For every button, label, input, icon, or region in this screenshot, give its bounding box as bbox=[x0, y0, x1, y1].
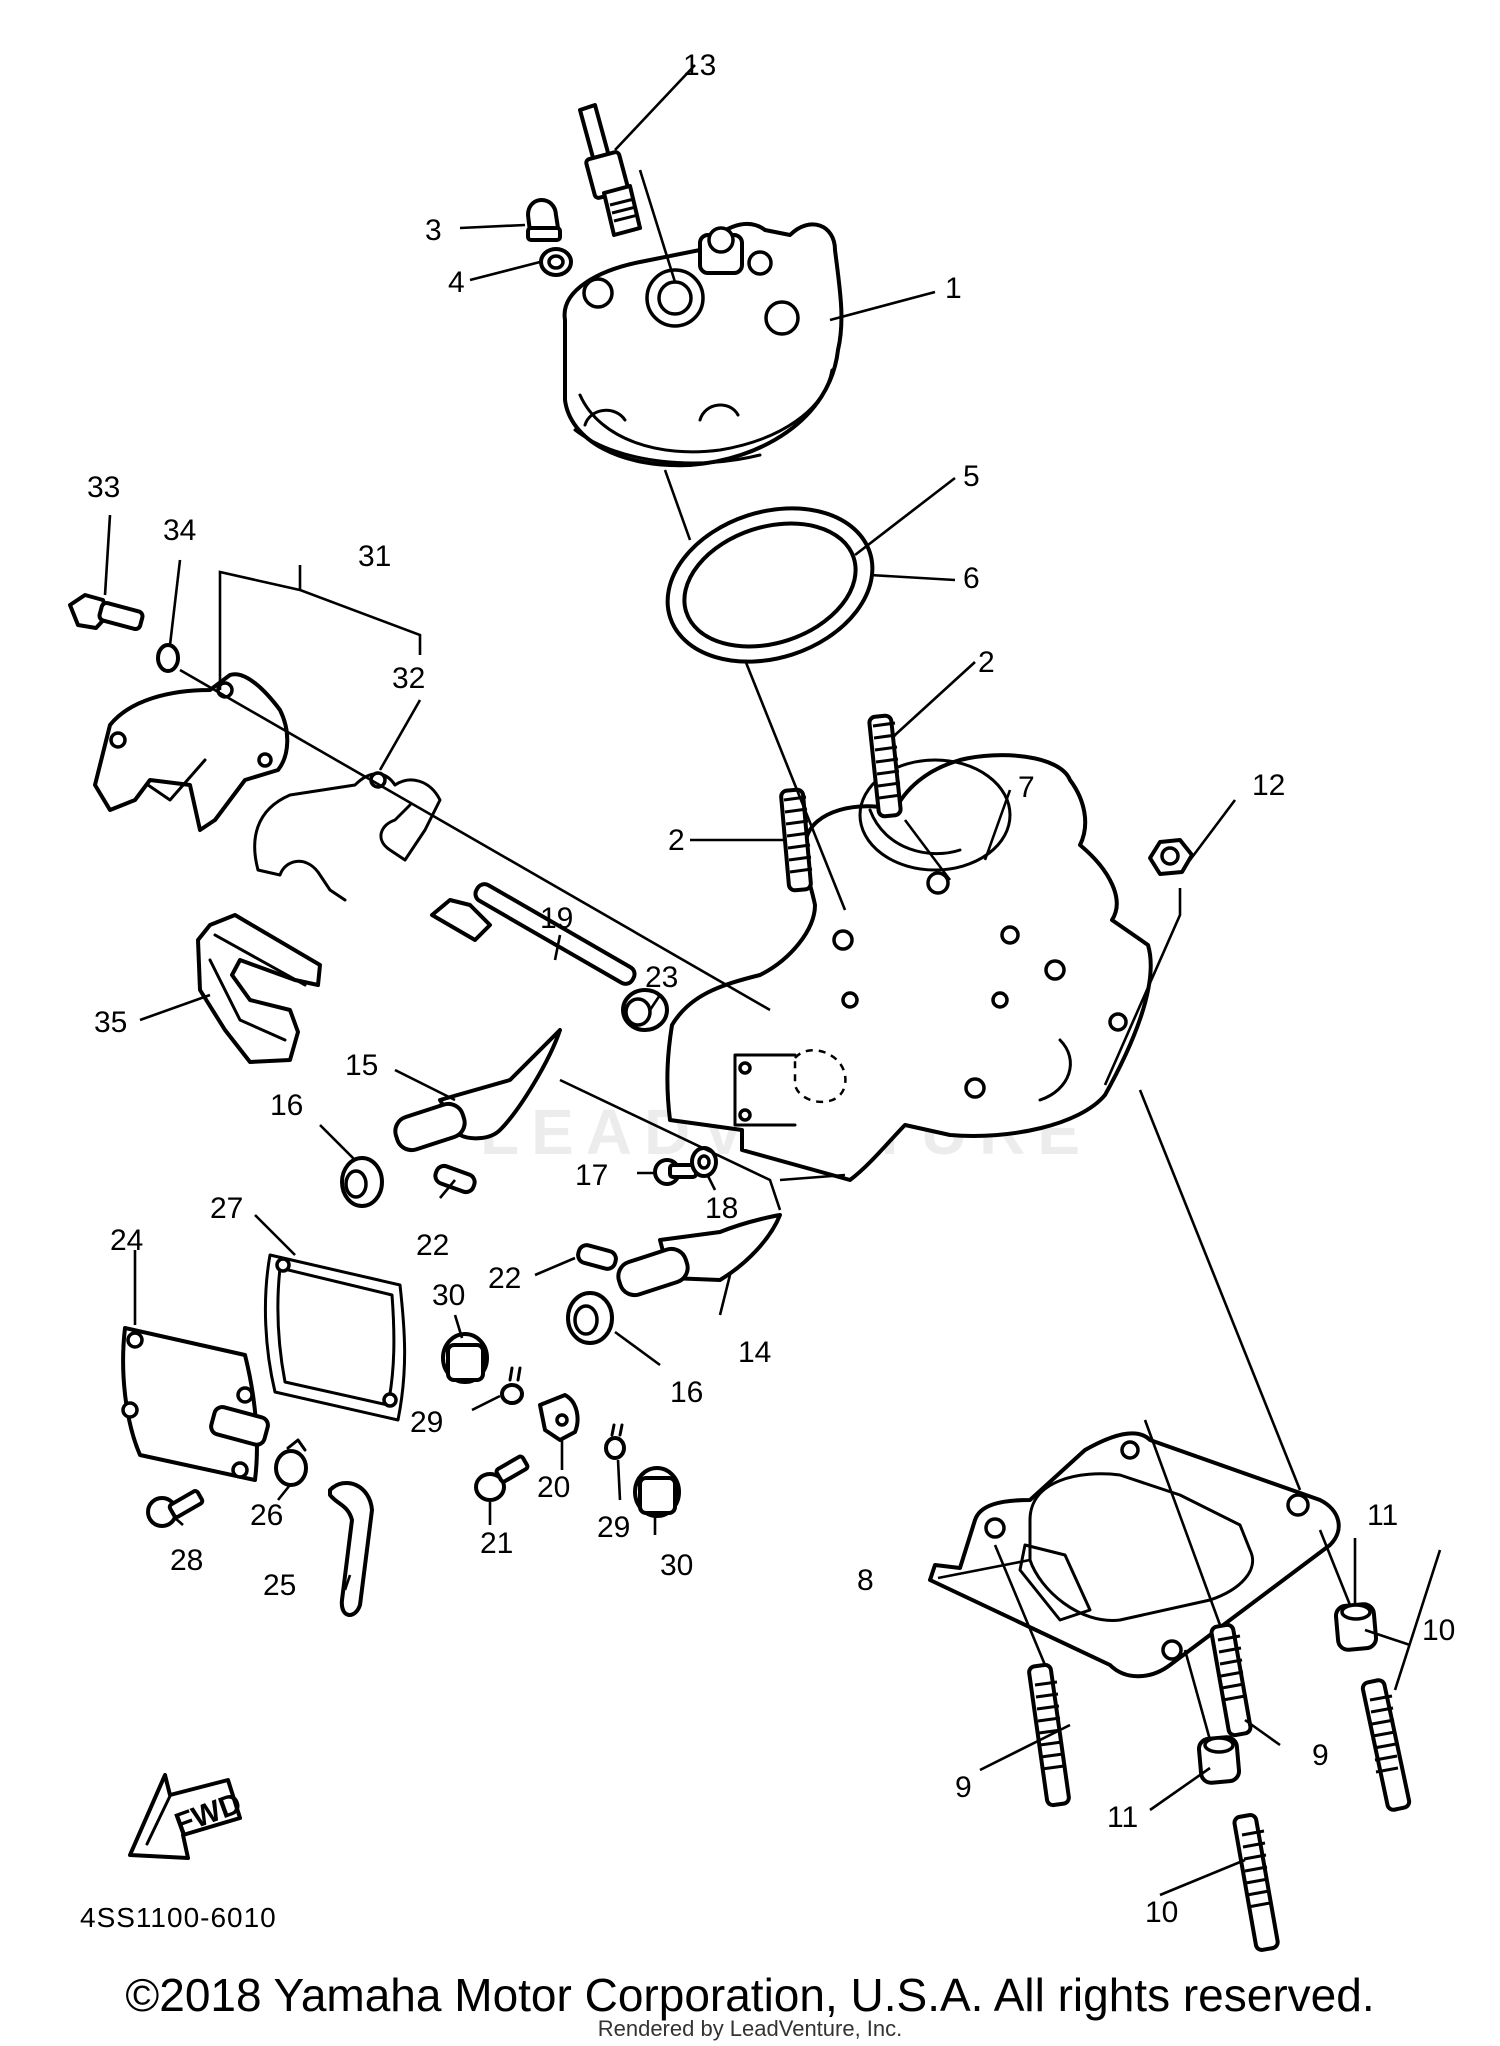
rendered-by-note: Rendered by LeadVenture, Inc. bbox=[597, 2016, 903, 2041]
callout-33: 33 bbox=[87, 471, 120, 504]
base-gasket[interactable] bbox=[928, 1431, 1341, 1679]
rubber-boot[interactable] bbox=[196, 913, 322, 1064]
callout-9-left: 9 bbox=[955, 1771, 972, 1804]
hose-clamp[interactable] bbox=[274, 1438, 308, 1487]
callout-20: 20 bbox=[537, 1471, 570, 1504]
collar[interactable] bbox=[441, 1332, 489, 1384]
part-code: 4SS1100-6010 bbox=[80, 1902, 277, 1933]
callout-18: 18 bbox=[705, 1192, 738, 1225]
callout-23: 23 bbox=[645, 961, 678, 994]
valve-cover[interactable] bbox=[121, 1326, 270, 1482]
cover-gasket[interactable] bbox=[253, 771, 442, 902]
cap-nut[interactable] bbox=[526, 198, 562, 242]
callout-10-left: 10 bbox=[1145, 1896, 1178, 1929]
callout-12: 12 bbox=[1252, 769, 1285, 802]
collar[interactable] bbox=[633, 1466, 681, 1518]
pin[interactable] bbox=[500, 1366, 524, 1405]
callout-15: 15 bbox=[345, 1049, 378, 1082]
callout-24: 24 bbox=[110, 1224, 143, 1257]
callout-29-left: 29 bbox=[410, 1406, 443, 1439]
hose[interactable] bbox=[328, 1480, 374, 1617]
exhaust-valve[interactable] bbox=[391, 1028, 562, 1154]
callout-2-right: 2 bbox=[978, 646, 995, 679]
callout-3: 3 bbox=[425, 214, 442, 247]
callout-8: 8 bbox=[857, 1564, 874, 1597]
copyright-notice: ©2018 Yamaha Motor Corporation, U.S.A. A… bbox=[125, 1969, 1375, 2021]
callout-16-left: 16 bbox=[270, 1089, 303, 1122]
callout-17: 17 bbox=[575, 1159, 608, 1192]
stud-bolt[interactable] bbox=[867, 713, 903, 819]
callout-19: 19 bbox=[540, 902, 573, 935]
pin[interactable] bbox=[433, 1163, 477, 1195]
callout-34: 34 bbox=[163, 514, 196, 547]
valve-shaft[interactable] bbox=[430, 881, 637, 987]
callout-11-right: 11 bbox=[1367, 1499, 1398, 1532]
callout-25: 25 bbox=[263, 1569, 296, 1602]
callout-6: 6 bbox=[963, 562, 980, 595]
callout-2-left: 2 bbox=[668, 824, 685, 857]
callout-1: 1 bbox=[945, 272, 962, 305]
callout-22-left: 22 bbox=[416, 1229, 449, 1262]
callout-22-right: 22 bbox=[488, 1262, 521, 1295]
callout-4: 4 bbox=[448, 266, 465, 299]
cylinder-head[interactable] bbox=[562, 221, 844, 468]
callout-27: 27 bbox=[210, 1192, 243, 1225]
washer[interactable] bbox=[690, 1146, 718, 1178]
callout-9-right: 9 bbox=[1312, 1739, 1329, 1772]
callout-32: 32 bbox=[392, 662, 425, 695]
stud-bolt[interactable] bbox=[779, 787, 813, 893]
callout-28: 28 bbox=[170, 1544, 203, 1577]
valve-seal[interactable] bbox=[566, 1291, 614, 1345]
stud-bolt[interactable] bbox=[1360, 1678, 1412, 1812]
callout-13: 13 bbox=[683, 49, 716, 82]
callout-numbers: 13 1 3 4 5 6 2 2 7 12 33 34 31 32 19 23 … bbox=[87, 49, 1455, 1929]
callout-11-left: 11 bbox=[1107, 1801, 1138, 1834]
callout-7: 7 bbox=[1018, 771, 1035, 804]
screw[interactable] bbox=[653, 1158, 698, 1186]
cover[interactable] bbox=[93, 672, 290, 832]
fwd-arrow-icon: FWD bbox=[128, 1773, 246, 1860]
callout-5: 5 bbox=[963, 460, 980, 493]
callout-26: 26 bbox=[250, 1499, 283, 1532]
stud-bolt[interactable] bbox=[1209, 1622, 1253, 1738]
exhaust-valve[interactable] bbox=[614, 1213, 782, 1299]
stud-bolt[interactable] bbox=[1232, 1813, 1280, 1952]
flange-bolt[interactable] bbox=[68, 593, 145, 632]
leader-lines bbox=[103, 64, 1442, 1897]
pin[interactable] bbox=[576, 1243, 618, 1271]
lever[interactable] bbox=[538, 1393, 580, 1442]
spark-plug[interactable] bbox=[578, 103, 642, 237]
callout-35: 35 bbox=[94, 1006, 127, 1039]
assembly-lines bbox=[179, 169, 1352, 1741]
callout-21: 21 bbox=[480, 1527, 513, 1560]
cover-gasket[interactable] bbox=[263, 1253, 407, 1422]
pin[interactable] bbox=[604, 1423, 626, 1460]
hex-nut[interactable] bbox=[1148, 838, 1194, 876]
callout-29-right: 29 bbox=[597, 1511, 630, 1544]
screw[interactable] bbox=[474, 1454, 530, 1502]
valve-seal[interactable] bbox=[340, 1156, 384, 1208]
flange-nut[interactable] bbox=[1196, 1735, 1242, 1785]
screw[interactable] bbox=[146, 1489, 205, 1528]
callout-14: 14 bbox=[738, 1336, 771, 1369]
callout-30-left: 30 bbox=[432, 1279, 465, 1312]
washer[interactable] bbox=[539, 247, 573, 277]
callout-16-right: 16 bbox=[670, 1376, 703, 1409]
flange-nut[interactable] bbox=[1333, 1602, 1379, 1652]
callout-10-right: 10 bbox=[1422, 1614, 1455, 1647]
head-gasket-o-ring[interactable] bbox=[648, 483, 893, 687]
callout-30-right: 30 bbox=[660, 1549, 693, 1582]
washer[interactable] bbox=[156, 643, 180, 673]
callout-31: 31 bbox=[358, 540, 391, 573]
cylinder[interactable] bbox=[665, 753, 1153, 1182]
